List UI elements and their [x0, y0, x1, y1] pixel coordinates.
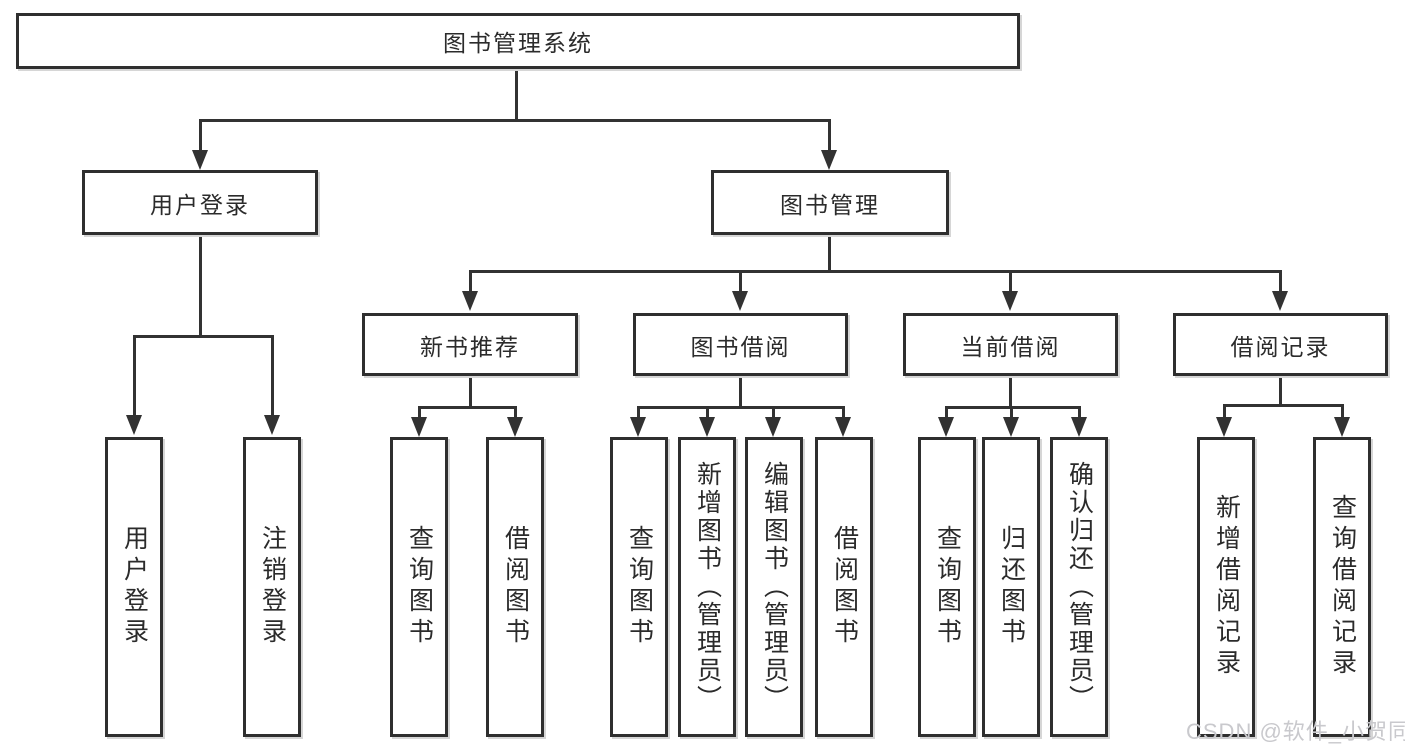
connector-line — [638, 406, 844, 409]
connector-line — [1009, 270, 1012, 293]
connector-line — [133, 335, 136, 415]
arrowhead-down-icon — [835, 417, 851, 437]
connector-line — [1078, 406, 1081, 418]
connector-line — [739, 376, 742, 409]
leaf-query-borrow-record: 查询借阅记录 — [1313, 437, 1371, 737]
arrowhead-down-icon — [732, 291, 748, 311]
connector-line — [1010, 406, 1013, 418]
leaf-confirm-return-admin: 确认归还（管理员） — [1050, 437, 1108, 737]
leaf-user-login: 用户登录 — [105, 437, 163, 737]
arrowhead-down-icon — [1071, 417, 1087, 437]
connector-line — [1223, 404, 1226, 418]
connector-line — [946, 406, 1080, 409]
leaf-add-borrow-record: 新增借阅记录 — [1197, 437, 1255, 737]
leaf-return-books: 归还图书 — [982, 437, 1040, 737]
connector-line — [134, 335, 273, 338]
connector-line — [515, 69, 518, 121]
arrowhead-down-icon — [1216, 417, 1232, 437]
connector-line — [470, 270, 1281, 273]
connector-line — [1279, 270, 1282, 293]
node-borrowing-records: 借阅记录 — [1173, 313, 1388, 376]
connector-line — [706, 406, 709, 418]
node-library-management-system: 图书管理系统 — [16, 13, 1020, 69]
connector-line — [469, 376, 472, 409]
connector-line — [271, 335, 274, 415]
leaf-borrow-books-1: 借阅图书 — [486, 437, 544, 737]
arrowhead-down-icon — [1003, 417, 1019, 437]
connector-line — [199, 119, 831, 122]
leaf-logout: 注销登录 — [243, 437, 301, 737]
leaf-query-books-1: 查询图书 — [390, 437, 448, 737]
arrowhead-down-icon — [1272, 291, 1288, 311]
connector-line — [842, 406, 845, 418]
arrowhead-down-icon — [630, 417, 646, 437]
arrowhead-down-icon — [1002, 291, 1018, 311]
connector-line — [1009, 376, 1012, 409]
node-new-book-recommendation: 新书推荐 — [362, 313, 578, 376]
arrowhead-down-icon — [192, 150, 208, 170]
watermark: CSDN @软件_小贺同学 — [1186, 719, 1405, 744]
node-current-borrowing: 当前借阅 — [903, 313, 1118, 376]
leaf-query-books-3: 查询图书 — [918, 437, 976, 737]
connector-line — [418, 406, 421, 418]
connector-line — [1341, 404, 1344, 418]
connector-line — [945, 406, 948, 418]
leaf-add-books-admin: 新增图书（管理员） — [678, 437, 736, 737]
connector-line — [772, 406, 775, 418]
connector-line — [1224, 404, 1344, 407]
arrowhead-down-icon — [765, 417, 781, 437]
connector-line — [199, 119, 202, 150]
leaf-edit-books-admin: 编辑图书（管理员） — [745, 437, 803, 737]
node-user-login: 用户登录 — [82, 170, 318, 235]
arrowhead-down-icon — [126, 415, 142, 435]
connector-line — [469, 270, 472, 293]
connector-line — [199, 235, 202, 338]
arrowhead-down-icon — [699, 417, 715, 437]
connector-line — [828, 119, 831, 150]
arrowhead-down-icon — [264, 415, 280, 435]
connector-line — [1279, 376, 1282, 407]
arrowhead-down-icon — [411, 417, 427, 437]
connector-line — [828, 235, 831, 273]
arrowhead-down-icon — [462, 291, 478, 311]
node-book-management: 图书管理 — [711, 170, 949, 235]
connector-line — [419, 406, 517, 409]
leaf-query-books-2: 查询图书 — [610, 437, 668, 737]
connector-line — [739, 270, 742, 293]
leaf-borrow-books-2: 借阅图书 — [815, 437, 873, 737]
arrowhead-down-icon — [507, 417, 523, 437]
arrowhead-down-icon — [821, 150, 837, 170]
arrowhead-down-icon — [1334, 417, 1350, 437]
node-book-borrowing: 图书借阅 — [633, 313, 848, 376]
connector-line — [637, 406, 640, 418]
arrowhead-down-icon — [938, 417, 954, 437]
connector-line — [514, 406, 517, 418]
